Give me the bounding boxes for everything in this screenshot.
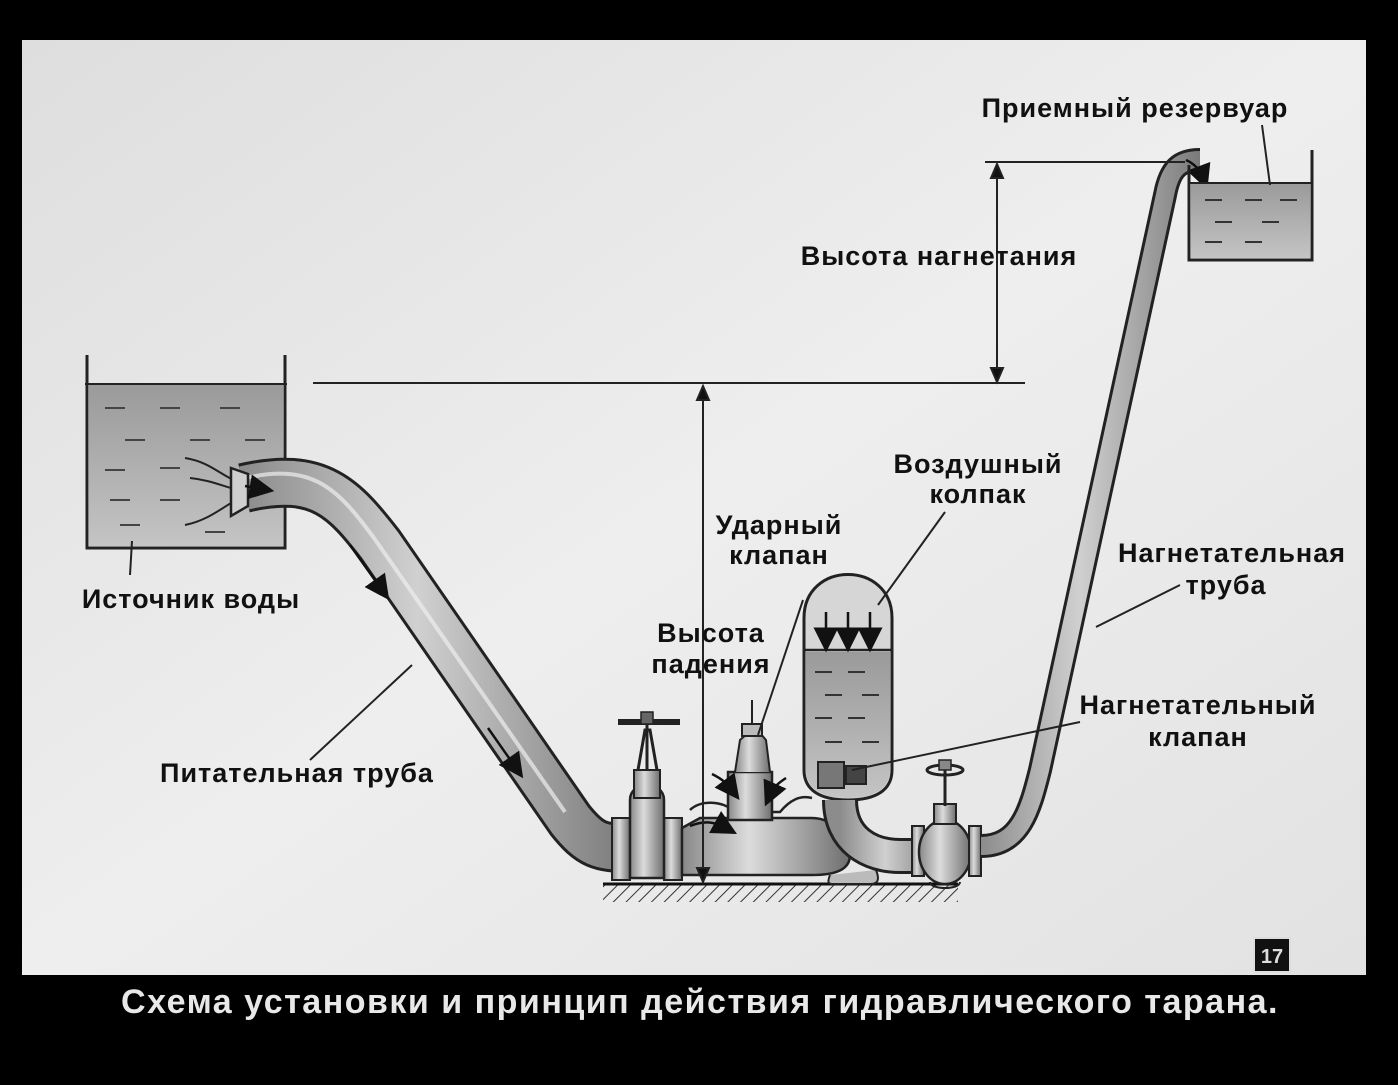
delivery-pipe-label-line1: Нагнетательная (1118, 538, 1346, 568)
receiving-tank (1187, 150, 1314, 262)
water-source-tank (85, 355, 287, 550)
water-source-label: Источник воды (82, 584, 300, 614)
supply-pipe-label: Питательная труба (160, 758, 434, 788)
receiving-tank-label: Приемный резервуар (982, 93, 1289, 123)
delivery-pipe-label-line2: труба (1185, 570, 1266, 600)
air-chamber (802, 573, 940, 874)
air-chamber-label-line2: колпак (930, 479, 1027, 509)
slide-number-badge: 17 (1253, 937, 1291, 973)
supply-gate-valve (611, 711, 683, 881)
delivery-head-label: Высота нагнетания (801, 241, 1078, 271)
slide-number: 17 (1261, 946, 1283, 968)
fall-height-label-line2: падения (651, 649, 770, 679)
supply-pipe (229, 457, 631, 873)
leader-lines (129, 124, 1271, 771)
delivery-gate-valve (911, 759, 982, 889)
delivery-pipe (980, 148, 1211, 858)
delivery-valve-label-line2: клапан (1148, 722, 1248, 752)
fall-height-label-line1: Высота (657, 618, 765, 648)
impulse-valve-label-line1: Ударный (716, 510, 843, 540)
foundation (603, 882, 958, 902)
impulse-valve-label-line2: клапан (729, 540, 829, 570)
caption: Схема установки и принцип действия гидра… (121, 983, 1279, 1021)
delivery-valve-label-line1: Нагнетательный (1080, 690, 1317, 720)
dimension-lines (313, 161, 1185, 885)
air-chamber-label-line1: Воздушный (893, 449, 1062, 479)
